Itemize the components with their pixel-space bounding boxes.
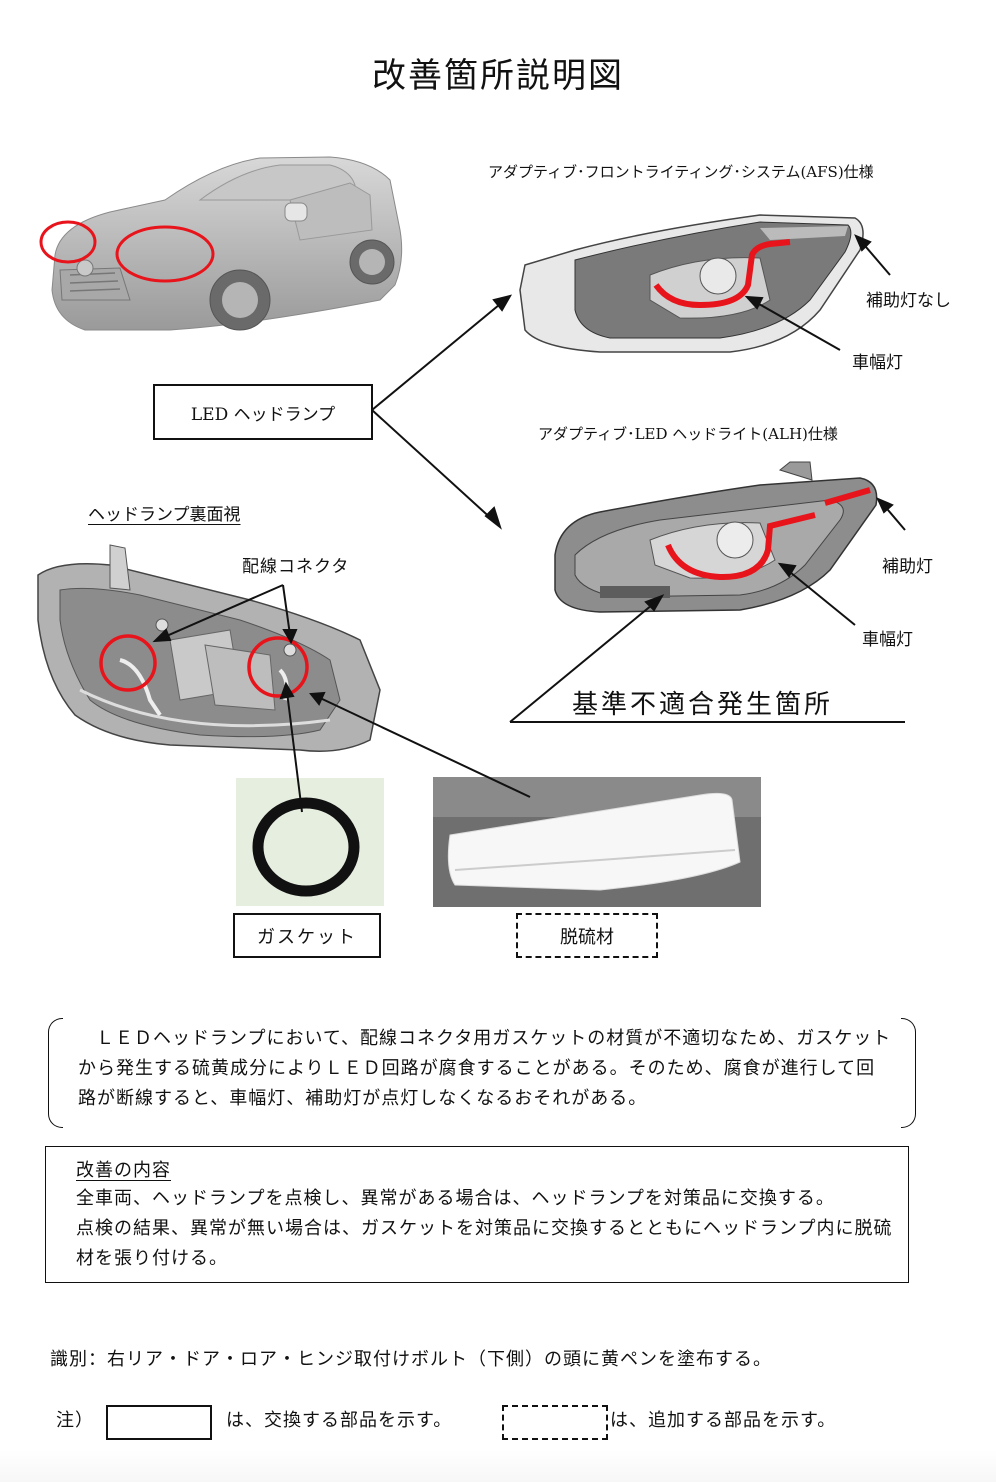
- alh-aux-lamp-highlight: [824, 487, 871, 506]
- page-title: 改善箇所説明図: [372, 56, 624, 96]
- afs-headlamp-illustration: [519, 214, 864, 353]
- legend-replace-swatch: [106, 1405, 212, 1440]
- improvement-box: 改善の内容 全車両、ヘッドランプを点検し、異常がある場合は、ヘッドランプを対策品…: [45, 1146, 909, 1283]
- connector-highlight-right: [247, 636, 309, 698]
- legend-replace-text: は、交換する部品を示す。: [226, 1410, 453, 1431]
- desulfurizer-photo: [433, 777, 761, 907]
- led-headlamp-box: LED ヘッドランプ: [153, 384, 373, 440]
- improvement-heading: 改善の内容: [76, 1160, 171, 1181]
- defect-location-label: 基準不適合発生箇所: [572, 690, 834, 720]
- identification-text: 識別：右リア・ドア・ロア・ヒンジ取付けボルト（下側）の頭に黄ペンを塗布する。: [50, 1349, 772, 1370]
- alh-position-lamp-label: 車幅灯: [862, 630, 913, 650]
- alh-spec-caption: アダプティブ･LED ヘッドライト(ALH)仕様: [538, 425, 838, 443]
- gasket-label-box: ガスケット: [233, 913, 381, 958]
- alh-headlamp-illustration: [554, 461, 878, 613]
- afs-position-lamp-label: 車幅灯: [852, 353, 903, 373]
- led-headlamp-label: LED ヘッドランプ: [190, 404, 336, 425]
- legend-note-label: 注）: [56, 1410, 94, 1431]
- desulfurizer-label-box: 脱硫材: [516, 913, 658, 958]
- alh-position-lamp-highlight: [665, 512, 816, 581]
- connector-lines: [152, 234, 906, 813]
- gasket-photo: [236, 778, 384, 906]
- desulfurizer-label: 脱硫材: [560, 926, 614, 948]
- rear-view-heading: ヘッドランプ裏面視: [88, 505, 241, 525]
- page-bottom-edge: [0, 1450, 996, 1482]
- connector-highlight-left: [99, 634, 157, 692]
- legend-add-swatch: [502, 1405, 608, 1440]
- description-block: ＬＥＤヘッドランプにおいて、配線コネクタ用ガスケットの材質が不適切なため、ガスケ…: [48, 1018, 916, 1128]
- afs-position-lamp-highlight: [653, 239, 791, 309]
- connector-label: 配線コネクタ: [242, 557, 350, 577]
- car-body: [51, 156, 403, 331]
- right-bracket: [901, 1018, 916, 1128]
- legend-add-text: は、追加する部品を示す。: [610, 1410, 837, 1431]
- improvement-line-2: 点検の結果、異常が無い場合は、ガスケットを対策品に交換するとともにヘッドランプ内…: [76, 1218, 893, 1269]
- alh-aux-lamp-label: 補助灯: [882, 557, 933, 577]
- highlight-circle-left: [39, 220, 97, 264]
- improvement-line-1: 全車両、ヘッドランプを点検し、異常がある場合は、ヘッドランプを対策品に交換する。: [76, 1188, 835, 1209]
- afs-no-aux-lamp-label: 補助灯なし: [866, 291, 951, 311]
- afs-spec-caption: アダプティブ･フロントライティング･システム(AFS)仕様: [488, 163, 874, 181]
- description-text: ＬＥＤヘッドランプにおいて、配線コネクタ用ガスケットの材質が不適切なため、ガスケ…: [78, 1028, 892, 1109]
- highlight-circle-right: [115, 225, 215, 283]
- gasket-label: ガスケット: [257, 926, 357, 948]
- left-bracket: [48, 1018, 63, 1128]
